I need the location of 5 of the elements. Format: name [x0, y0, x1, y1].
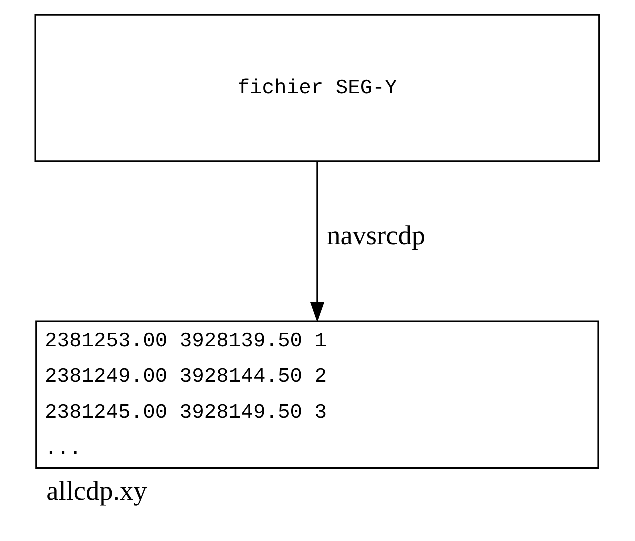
- arrow: [310, 162, 325, 322]
- node-box: 2381253.00 3928139.50 1 2381249.00 3928144.50 2 2381245.00 3928149.50 3 ...: [36, 320, 600, 469]
- edge-label: navsrcdp: [327, 220, 426, 251]
- node-box: fichier SEG-Y: [34, 14, 600, 162]
- node-label: allcdp.xy: [46, 476, 148, 506]
